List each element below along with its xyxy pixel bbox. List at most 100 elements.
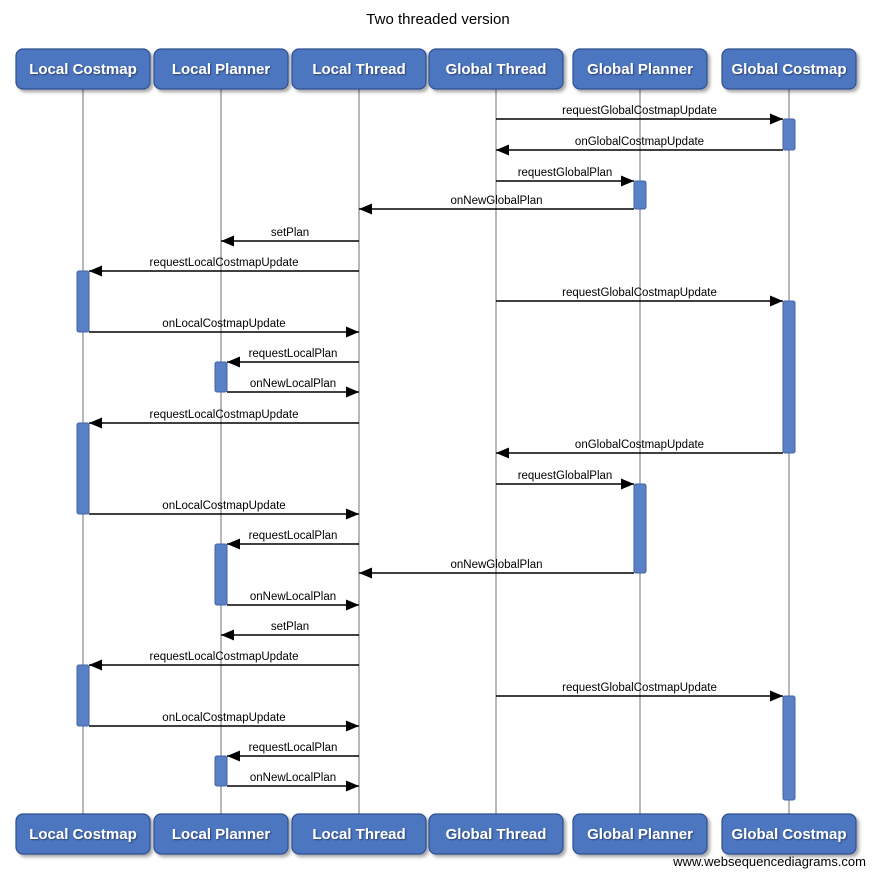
message-label: setPlan — [271, 227, 309, 239]
arrow-head-icon — [346, 599, 359, 611]
actor-label: Global Thread — [446, 61, 547, 78]
actor-global_planner-bottom[interactable]: Global Planner — [572, 813, 708, 855]
arrow-head-icon — [621, 478, 634, 490]
actor-local_thread-bottom[interactable]: Local Thread — [291, 813, 427, 855]
message-1: requestGlobalCostmapUpdate — [496, 105, 783, 125]
actor-box[interactable] — [15, 48, 151, 90]
message-label: requestLocalPlan — [249, 742, 338, 754]
actor-label: Global Planner — [587, 61, 693, 78]
actor-box[interactable] — [721, 813, 857, 855]
activation-bar-global_costmap — [782, 695, 796, 801]
message-label: onNewGlobalPlan — [450, 559, 542, 571]
activation-bar-local_planner — [214, 361, 228, 393]
actor-global_thread-bottom[interactable]: Global Thread — [428, 813, 564, 855]
message-label: onLocalCostmapUpdate — [162, 500, 285, 512]
message-label: requestLocalCostmapUpdate — [150, 651, 299, 663]
message-label: onNewLocalPlan — [250, 591, 336, 603]
message-22: requestLocalPlan — [227, 742, 359, 762]
message-label: onLocalCostmapUpdate — [162, 318, 285, 330]
arrow-head-icon — [346, 326, 359, 338]
actor-global_thread-top[interactable]: Global Thread — [428, 48, 564, 90]
message-label: requestGlobalCostmapUpdate — [562, 682, 717, 694]
message-label: requestGlobalPlan — [518, 470, 613, 482]
message-4: onNewGlobalPlan — [359, 195, 634, 215]
message-14: onLocalCostmapUpdate — [89, 500, 359, 520]
message-label: onLocalCostmapUpdate — [162, 712, 285, 724]
actor-global_costmap-bottom[interactable]: Global Costmap — [721, 813, 857, 855]
message-15: requestLocalPlan — [227, 530, 359, 550]
actor-box[interactable] — [572, 48, 708, 90]
message-17: onNewLocalPlan — [227, 591, 359, 611]
actor-label: Local Planner — [172, 61, 271, 78]
arrow-head-icon — [221, 235, 234, 247]
message-8: onLocalCostmapUpdate — [89, 318, 359, 338]
arrow-head-icon — [770, 295, 783, 307]
actor-label: Local Thread — [312, 61, 405, 78]
activation-bar-local_planner — [214, 543, 228, 606]
arrow-head-icon — [89, 417, 102, 429]
actor-box[interactable] — [428, 813, 564, 855]
message-label: onNewGlobalPlan — [450, 195, 542, 207]
arrow-head-icon — [770, 113, 783, 125]
actor-box[interactable] — [721, 48, 857, 90]
message-label: requestLocalPlan — [249, 348, 338, 360]
arrow-head-icon — [227, 356, 240, 368]
actor-label: Global Costmap — [731, 61, 846, 78]
actor-box[interactable] — [291, 48, 427, 90]
arrow-head-icon — [346, 508, 359, 520]
message-label: requestLocalCostmapUpdate — [150, 409, 299, 421]
arrow-head-icon — [346, 720, 359, 732]
message-9: requestLocalPlan — [227, 348, 359, 368]
message-2: onGlobalCostmapUpdate — [496, 136, 783, 156]
actor-local_costmap-top[interactable]: Local Costmap — [15, 48, 151, 90]
message-18: setPlan — [221, 621, 359, 641]
message-label: onGlobalCostmapUpdate — [575, 439, 704, 451]
actor-box[interactable] — [291, 813, 427, 855]
arrow-head-icon — [227, 750, 240, 762]
message-6: requestLocalCostmapUpdate — [89, 257, 359, 277]
arrow-head-icon — [496, 447, 509, 459]
arrow-head-icon — [89, 659, 102, 671]
actor-local_costmap-bottom[interactable]: Local Costmap — [15, 813, 151, 855]
activation-bar-local_costmap — [76, 664, 90, 727]
message-label: onNewLocalPlan — [250, 378, 336, 390]
actor-label: Global Planner — [587, 826, 693, 843]
message-13: requestGlobalPlan — [496, 470, 634, 490]
arrow-head-icon — [227, 538, 240, 550]
actor-box[interactable] — [428, 48, 564, 90]
message-10: onNewLocalPlan — [227, 378, 359, 398]
actor-global_planner-top[interactable]: Global Planner — [572, 48, 708, 90]
actor-box[interactable] — [153, 48, 289, 90]
arrow-head-icon — [496, 144, 509, 156]
message-7: requestGlobalCostmapUpdate — [496, 287, 783, 307]
actor-label: Local Costmap — [29, 61, 137, 78]
actor-local_thread-top[interactable]: Local Thread — [291, 48, 427, 90]
actor-global_costmap-top[interactable]: Global Costmap — [721, 48, 857, 90]
arrow-head-icon — [359, 203, 372, 215]
activation-bar-global_planner — [633, 180, 647, 210]
message-12: onGlobalCostmapUpdate — [496, 439, 783, 459]
actor-local_planner-bottom[interactable]: Local Planner — [153, 813, 289, 855]
actor-box[interactable] — [15, 813, 151, 855]
actor-box[interactable] — [572, 813, 708, 855]
source-watermark: www.websequencediagrams.com — [672, 854, 866, 869]
message-label: requestGlobalPlan — [518, 167, 613, 179]
message-label: requestLocalCostmapUpdate — [150, 257, 299, 269]
message-5: setPlan — [221, 227, 359, 247]
message-label: requestGlobalCostmapUpdate — [562, 287, 717, 299]
arrow-head-icon — [346, 780, 359, 792]
activation-bars-group — [76, 118, 796, 801]
activation-bar-local_costmap — [76, 422, 90, 515]
actor-label: Local Thread — [312, 826, 405, 843]
arrow-head-icon — [346, 386, 359, 398]
message-23: onNewLocalPlan — [227, 772, 359, 792]
actor-local_planner-top[interactable]: Local Planner — [153, 48, 289, 90]
arrow-head-icon — [770, 690, 783, 702]
message-label: onNewLocalPlan — [250, 772, 336, 784]
actor-box[interactable] — [153, 813, 289, 855]
diagram-title: Two threaded version — [366, 11, 509, 28]
activation-bar-local_costmap — [76, 270, 90, 333]
message-20: requestGlobalCostmapUpdate — [496, 682, 783, 702]
